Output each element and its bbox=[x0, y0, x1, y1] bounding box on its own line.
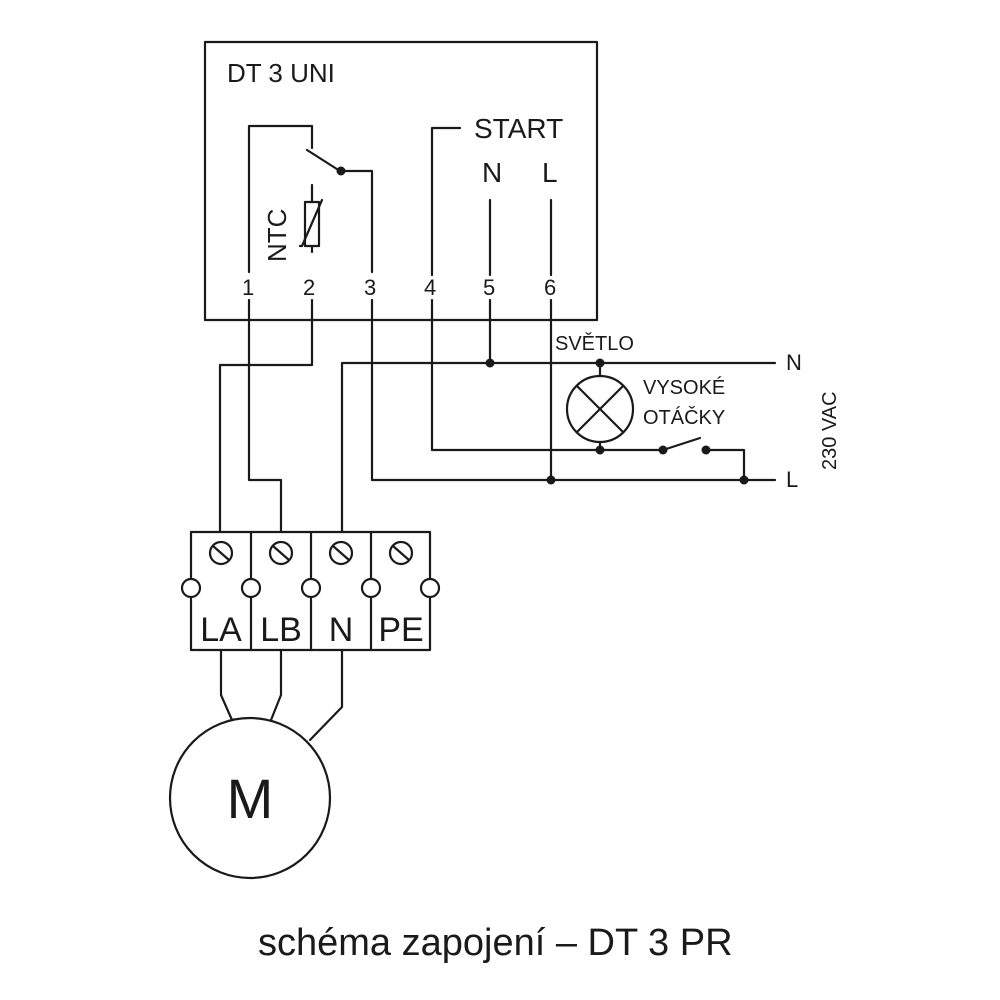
junction-dot-terminal-6 bbox=[546, 475, 556, 485]
wire-switch-to-l bbox=[704, 448, 746, 482]
mains-l-label: L bbox=[786, 467, 798, 492]
motor-label: M bbox=[227, 767, 274, 830]
screw-icon-lb bbox=[268, 540, 294, 566]
wire-n-to-motor bbox=[308, 648, 344, 742]
lamp-bottom-dot bbox=[595, 445, 605, 455]
wire-hole-icon bbox=[360, 577, 382, 599]
ntc-diagonal bbox=[298, 198, 324, 248]
switch-label-line2: OTÁČKY bbox=[643, 406, 725, 429]
wire-neutral-line bbox=[340, 361, 777, 534]
lamp-label: SVĚTLO bbox=[555, 332, 634, 355]
start-label: START bbox=[474, 113, 563, 144]
motor-icon bbox=[168, 716, 332, 880]
wire-terminal-1-to-lb bbox=[247, 298, 283, 534]
screw-icon-n bbox=[328, 540, 354, 566]
wire-hole-icon bbox=[419, 577, 441, 599]
wire-hole-icon bbox=[240, 577, 262, 599]
terminal-block-label-lb: LB bbox=[260, 611, 302, 649]
wire-hole-icon bbox=[300, 577, 322, 599]
terminal-number-1: 1 bbox=[242, 275, 254, 300]
switch-contact bbox=[661, 436, 702, 452]
terminal-block-label-pe: PE bbox=[378, 611, 423, 649]
start-n-label: N bbox=[482, 157, 502, 188]
terminal-block-label-n: N bbox=[329, 611, 354, 649]
terminal-1-internal-wire bbox=[247, 124, 314, 274]
terminal-block-label-la: LA bbox=[200, 611, 242, 649]
wire-lb-to-motor bbox=[269, 648, 283, 722]
ntc-label: NTC bbox=[262, 209, 292, 262]
junction-dot-switch-l bbox=[739, 475, 749, 485]
mains-n-label: N bbox=[786, 350, 802, 375]
diagram-caption: schéma zapojení – DT 3 PR bbox=[258, 922, 733, 964]
terminal-number-5: 5 bbox=[483, 275, 495, 300]
wire-terminal-4-to-switch bbox=[430, 298, 665, 452]
screw-icon-la bbox=[208, 540, 234, 566]
relay-contact bbox=[305, 148, 342, 173]
start-l-label: L bbox=[542, 157, 558, 188]
wire-la-to-motor bbox=[219, 648, 234, 722]
wire-hole-icon bbox=[180, 577, 202, 599]
terminal-number-6: 6 bbox=[544, 275, 556, 300]
device-title: DT 3 UNI bbox=[227, 58, 335, 88]
wire-terminal-2-to-la bbox=[218, 298, 314, 534]
mains-voltage-label: 230 VAC bbox=[819, 391, 841, 470]
start-bracket bbox=[430, 126, 462, 277]
terminal-block: LA LB N PE bbox=[180, 530, 441, 652]
wire-terminal-3-to-l bbox=[370, 298, 777, 482]
device-box bbox=[203, 40, 599, 322]
terminal-3-internal-wire bbox=[339, 169, 374, 274]
terminal-number-2: 2 bbox=[303, 275, 315, 300]
screw-icon-pe bbox=[388, 540, 414, 566]
junction-dot-terminal-5 bbox=[485, 358, 495, 368]
terminal-number-3: 3 bbox=[364, 275, 376, 300]
switch-label-line1: VYSOKÉ bbox=[643, 376, 725, 399]
terminal-number-4: 4 bbox=[424, 275, 436, 300]
lamp-cross-2 bbox=[575, 384, 625, 434]
